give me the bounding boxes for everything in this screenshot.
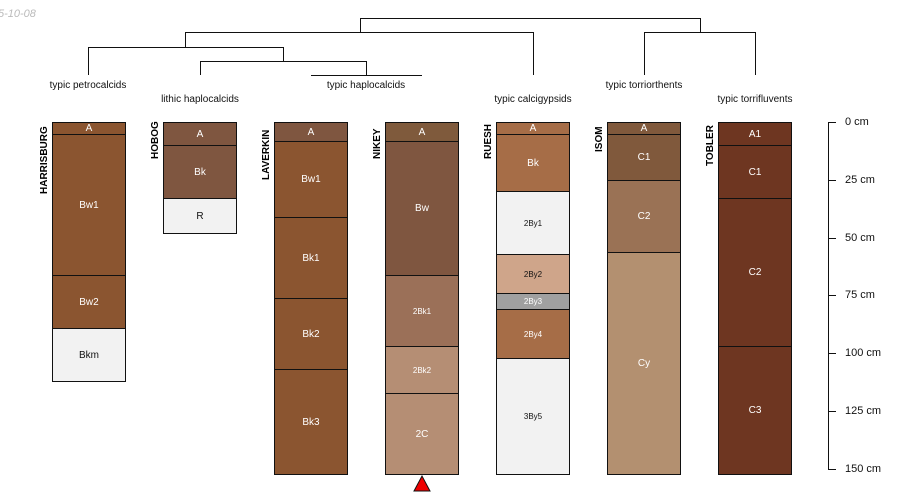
depth-tick-label: 0 cm bbox=[845, 115, 869, 128]
date-stamp: 5-10-08 bbox=[0, 8, 36, 20]
horizon[interactable]: R bbox=[163, 198, 237, 234]
taxon-label: lithic haplocalcids bbox=[161, 94, 239, 105]
horizon-label: Bk bbox=[194, 166, 206, 178]
dendrogram-branch bbox=[200, 61, 367, 75]
horizon[interactable]: Bk1 bbox=[274, 217, 348, 299]
horizon-label: C1 bbox=[637, 152, 651, 163]
taxon-label: typic calcigypsids bbox=[494, 94, 572, 105]
horizon[interactable]: C2 bbox=[607, 180, 681, 253]
depth-tick-label: 75 cm bbox=[845, 288, 875, 301]
depth-tick-label: 125 cm bbox=[845, 404, 882, 417]
horizon-label: Bk3 bbox=[302, 416, 320, 428]
horizon-label: 3By5 bbox=[523, 412, 543, 421]
horizon[interactable]: C3 bbox=[718, 346, 792, 475]
dendrogram-branch bbox=[185, 32, 534, 75]
horizon[interactable]: 2C bbox=[385, 393, 459, 475]
dendrogram-branch bbox=[644, 32, 756, 75]
horizon-label: R bbox=[196, 210, 204, 222]
horizon[interactable]: 2By3 bbox=[496, 293, 570, 310]
horizon-label: C2 bbox=[637, 211, 651, 222]
depth-tick-label: 100 cm bbox=[845, 346, 882, 359]
profile-name: TOBLER bbox=[705, 125, 716, 166]
horizon[interactable]: 2Bk2 bbox=[385, 346, 459, 394]
horizon-label: Bw1 bbox=[301, 174, 321, 185]
horizon-label: 2By2 bbox=[523, 269, 543, 279]
horizon[interactable]: A bbox=[385, 122, 459, 142]
horizon[interactable]: Cy bbox=[607, 252, 681, 475]
horizon[interactable]: Bk bbox=[496, 134, 570, 192]
horizon-label: Bw bbox=[415, 203, 429, 214]
horizon-label: C1 bbox=[748, 166, 762, 178]
horizon[interactable]: 2Bk1 bbox=[385, 275, 459, 347]
horizon-label: 2C bbox=[415, 428, 429, 440]
depth-tick-label: 25 cm bbox=[845, 173, 875, 186]
horizon[interactable]: 2By2 bbox=[496, 254, 570, 294]
profile-name: LAVERKIN bbox=[261, 129, 272, 180]
horizon[interactable]: Bw2 bbox=[52, 275, 126, 329]
horizon[interactable]: 2By4 bbox=[496, 309, 570, 359]
horizon-label: C3 bbox=[748, 405, 762, 416]
horizon-label: Bk2 bbox=[302, 328, 320, 340]
horizon-label: Bw2 bbox=[79, 296, 99, 308]
taxon-label: typic torriorthents bbox=[605, 80, 683, 91]
horizon-label: Bk bbox=[527, 157, 539, 169]
truncation-marker-icon bbox=[413, 474, 431, 492]
depth-tick-label: 50 cm bbox=[845, 231, 875, 244]
horizon[interactable]: C1 bbox=[607, 134, 681, 181]
horizon[interactable]: Bw1 bbox=[274, 141, 348, 218]
profile-name: ISOM bbox=[594, 126, 605, 152]
horizon-label: A bbox=[529, 123, 537, 134]
horizon-label: 2By3 bbox=[523, 297, 543, 306]
horizon-label: A bbox=[85, 123, 93, 134]
horizon-label: A bbox=[640, 123, 648, 134]
horizon[interactable]: 2By1 bbox=[496, 191, 570, 255]
horizon-label: 2By4 bbox=[523, 329, 543, 339]
horizon-label: A1 bbox=[748, 128, 762, 140]
horizon[interactable]: A1 bbox=[718, 122, 792, 146]
horizon-label: Bw1 bbox=[79, 199, 99, 211]
horizon-label: 2Bk2 bbox=[412, 365, 432, 375]
taxon-label: typic petrocalcids bbox=[49, 80, 127, 91]
horizon[interactable]: Bw bbox=[385, 141, 459, 276]
horizon-label: C2 bbox=[748, 267, 762, 278]
dendrogram-branch bbox=[360, 18, 701, 32]
horizon[interactable]: Bk bbox=[163, 145, 237, 199]
horizon-label: A bbox=[196, 128, 204, 140]
profile-name: HOBOG bbox=[150, 121, 161, 159]
horizon[interactable]: A bbox=[274, 122, 348, 142]
profile-name: RUESH bbox=[483, 123, 494, 159]
profile-name: HARRISBURG bbox=[39, 126, 50, 194]
taxon-label: typic haplocalcids bbox=[326, 80, 406, 91]
horizon-label: 2By1 bbox=[523, 218, 543, 228]
horizon[interactable]: 3By5 bbox=[496, 358, 570, 475]
horizon-label: A bbox=[307, 126, 315, 138]
horizon-label: 2Bk1 bbox=[412, 306, 432, 316]
horizon-label: Bk1 bbox=[302, 252, 320, 264]
horizon[interactable]: Bw1 bbox=[52, 134, 126, 276]
horizon[interactable]: C2 bbox=[718, 198, 792, 347]
taxon-label: typic torrifluvents bbox=[717, 94, 793, 105]
horizon[interactable]: C1 bbox=[718, 145, 792, 199]
horizon[interactable]: Bk3 bbox=[274, 369, 348, 475]
horizon-label: Cy bbox=[637, 358, 651, 369]
horizon[interactable]: A bbox=[163, 122, 237, 146]
horizon-label: A bbox=[418, 126, 426, 138]
profile-name: NIKEY bbox=[372, 128, 383, 159]
horizon[interactable]: Bk2 bbox=[274, 298, 348, 370]
horizon[interactable]: Bkm bbox=[52, 328, 126, 382]
depth-tick-label: 150 cm bbox=[845, 462, 882, 475]
horizon-label: Bkm bbox=[79, 349, 99, 361]
dendrogram-branch bbox=[88, 47, 284, 75]
